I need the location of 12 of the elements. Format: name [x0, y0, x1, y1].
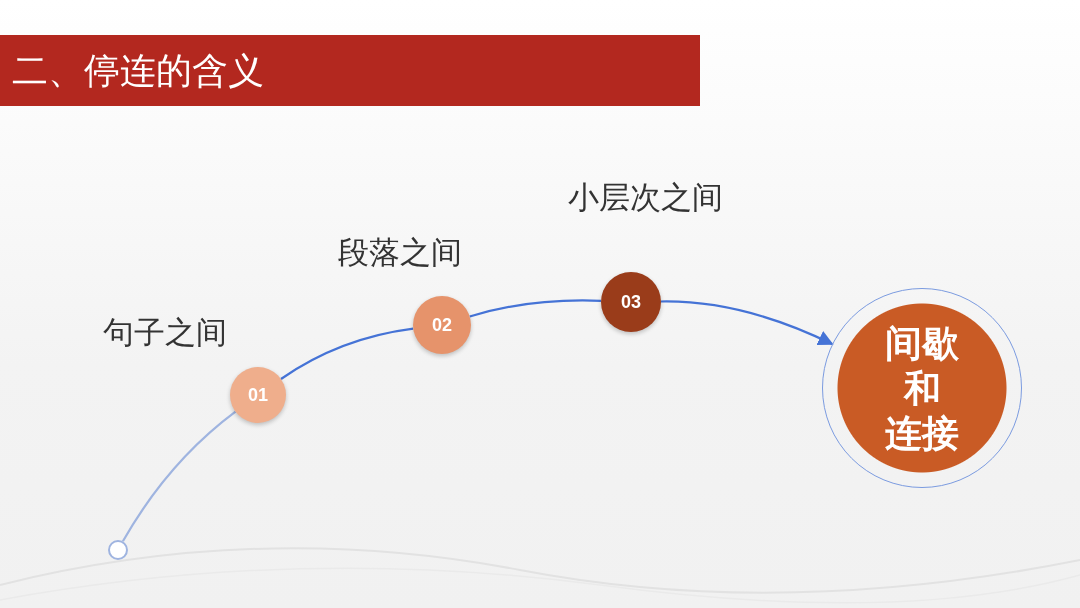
connector-line [469, 299, 602, 318]
number-circle: 01 [230, 367, 286, 423]
number-circle: 02 [413, 296, 471, 354]
arrow [661, 300, 834, 346]
number-circle: 03 [601, 272, 661, 332]
title-banner: 二、停连的含义 [0, 35, 700, 106]
caption-text: 小层次之间 [568, 178, 723, 217]
start-circle [108, 540, 128, 560]
caption-text: 段落之间 [338, 233, 462, 272]
ringed-circle: 间歇和连接 [822, 288, 1022, 488]
caption-text: 句子之间 [103, 313, 227, 352]
connector-line [121, 410, 237, 542]
